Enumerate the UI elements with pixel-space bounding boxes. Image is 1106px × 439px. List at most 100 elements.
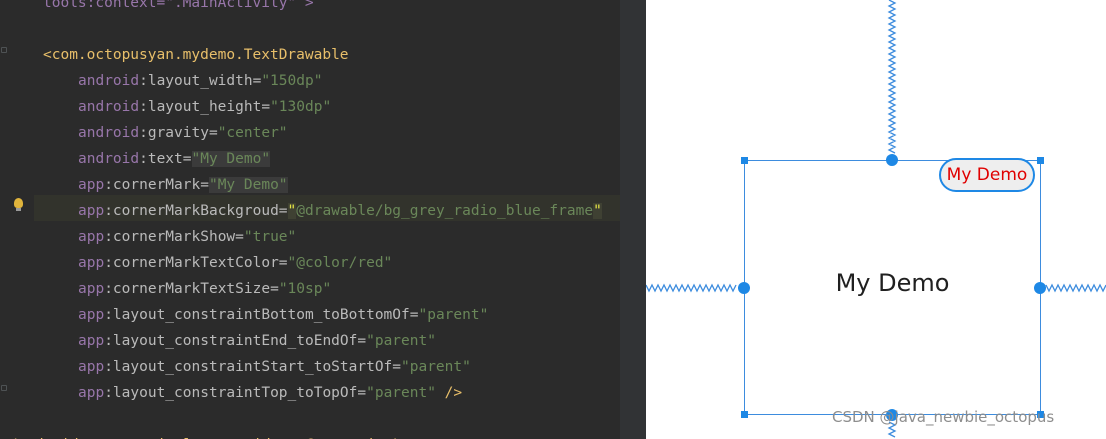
code-line[interactable]: app:layout_constraintBottom_toBottomOf="… — [0, 302, 620, 328]
fold-marker-icon[interactable] — [1, 47, 7, 53]
code-token: " — [287, 203, 297, 219]
code-token: :cornerMark= — [104, 177, 209, 193]
code-token: "150dp" — [261, 73, 323, 89]
code-line[interactable]: <com.octopusyan.mydemo.TextDrawable — [0, 42, 620, 68]
constraint-anchor-bottom[interactable] — [886, 409, 898, 421]
code-token: :layout_width= — [139, 73, 262, 89]
code-token: </androidx.constraintlayout.widget.Const… — [0, 437, 454, 439]
code-line-text: app:cornerMark="My Demo" — [78, 172, 288, 198]
top-constraint-spring — [887, 0, 897, 154]
code-token: android — [78, 125, 140, 141]
code-token: :gravity= — [139, 125, 218, 141]
code-line[interactable]: app:layout_constraintTop_toTopOf="parent… — [0, 380, 620, 406]
csdn-watermark: CSDN @java_newbie_octopus — [832, 408, 1055, 426]
code-line-text: app:layout_constraintBottom_toBottomOf="… — [78, 302, 488, 328]
code-line[interactable] — [0, 16, 620, 42]
code-token: :cornerMarkTextSize= — [104, 281, 279, 297]
code-line-text: android:text="My Demo" — [78, 146, 271, 172]
constraint-wires — [646, 0, 1106, 438]
code-line-text: app:cornerMarkBackgroud="@drawable/bg_gr… — [78, 198, 602, 224]
code-line-text: app:cornerMarkShow="true" — [78, 224, 296, 250]
code-token: tools:context=".MainActivity" > — [43, 0, 314, 11]
resize-handle-top-left[interactable] — [741, 157, 748, 164]
code-line-text: tools:context=".MainActivity" > — [43, 0, 314, 16]
code-token: :layout_constraintBottom_toBottomOf= — [104, 307, 419, 323]
code-line[interactable]: app:cornerMarkTextColor="@color/red" — [0, 250, 620, 276]
code-token: "parent" — [401, 359, 471, 375]
code-token: " — [593, 203, 602, 219]
xml-code-editor[interactable]: tools:context=".MainActivity" > <com.octo… — [0, 0, 620, 439]
code-token: app — [78, 229, 105, 245]
code-line-text: android:layout_width="150dp" — [78, 68, 322, 94]
code-token: app — [78, 177, 105, 193]
code-line[interactable]: app:layout_constraintEnd_toEndOf="parent… — [0, 328, 620, 354]
code-line[interactable]: </androidx.constraintlayout.widget.Const… — [0, 432, 620, 439]
start-constraint-spring — [646, 283, 737, 293]
editor-scrollbar[interactable] — [620, 0, 646, 439]
code-token: <com.octopusyan.mydemo.TextDrawable — [43, 47, 349, 63]
code-line-text: app:cornerMarkTextSize="10sp" — [78, 276, 331, 302]
code-line[interactable]: app:cornerMark="My Demo" — [0, 172, 620, 198]
resize-handle-bottom-left[interactable] — [741, 411, 748, 418]
code-token: :layout_height= — [139, 99, 271, 115]
code-token: android — [78, 151, 140, 167]
resize-handle-bottom-right[interactable] — [1037, 411, 1044, 418]
code-line[interactable]: tools:context=".MainActivity" > — [0, 0, 620, 16]
code-token: @drawable/bg_grey_radio_blue_frame — [296, 203, 594, 219]
intention-bulb-icon[interactable] — [14, 198, 23, 211]
code-line-text: <com.octopusyan.mydemo.TextDrawable — [43, 42, 349, 68]
code-line[interactable]: app:cornerMarkTextSize="10sp" — [0, 276, 620, 302]
bottom-constraint-spring — [887, 421, 897, 438]
constraint-anchor-end[interactable] — [1034, 282, 1046, 294]
code-token: "130dp" — [270, 99, 332, 115]
code-token: :layout_constraintEnd_toEndOf= — [104, 333, 367, 349]
code-token: "My Demo" — [208, 177, 288, 193]
code-line-text: app:cornerMarkTextColor="@color/red" — [78, 250, 392, 276]
code-token: :cornerMarkBackgroud= — [104, 203, 288, 219]
code-token: /> — [435, 385, 463, 401]
code-line-text: app:layout_constraintEnd_toEndOf="parent… — [78, 328, 436, 354]
code-line[interactable] — [0, 406, 620, 432]
code-token: "true" — [243, 229, 297, 245]
constraint-anchor-top[interactable] — [886, 154, 898, 166]
code-line[interactable]: android:gravity="center" — [0, 120, 620, 146]
code-token: :cornerMarkTextColor= — [104, 255, 288, 271]
code-token: app — [78, 255, 105, 271]
code-token: app — [78, 333, 105, 349]
code-token: "parent" — [366, 333, 436, 349]
code-line-text: </androidx.constraintlayout.widget.Const… — [0, 432, 454, 439]
code-token: app — [78, 281, 105, 297]
code-line[interactable]: app:cornerMarkBackgroud="@drawable/bg_gr… — [0, 198, 620, 224]
code-line[interactable]: android:text="My Demo" — [0, 146, 620, 172]
code-line-text: android:layout_height="130dp" — [78, 94, 331, 120]
code-token: :cornerMarkShow= — [104, 229, 244, 245]
code-line[interactable]: android:layout_width="150dp" — [0, 68, 620, 94]
code-token: "parent" — [418, 307, 489, 323]
constraint-anchor-start[interactable] — [738, 282, 750, 294]
code-token: app — [78, 307, 105, 323]
code-token: "My Demo" — [191, 151, 271, 167]
code-token: :layout_constraintStart_toStartOf= — [104, 359, 402, 375]
design-preview-canvas[interactable]: My Demo My Demo CSDN @java_newbie_octopu… — [646, 0, 1106, 439]
code-line-text: app:layout_constraintStart_toStartOf="pa… — [78, 354, 471, 380]
code-line[interactable]: app:cornerMarkShow="true" — [0, 224, 620, 250]
code-line[interactable]: android:layout_height="130dp" — [0, 94, 620, 120]
code-token: app — [78, 203, 105, 219]
resize-handle-top-right[interactable] — [1037, 157, 1044, 164]
code-token: "center" — [217, 125, 288, 141]
code-token: "parent" — [366, 385, 436, 401]
code-line-text: android:gravity="center" — [78, 120, 288, 146]
corner-mark-badge: My Demo — [939, 158, 1035, 192]
current-line-highlight — [34, 195, 620, 221]
view-center-text: My Demo — [835, 269, 950, 297]
fold-marker-icon[interactable] — [1, 385, 7, 391]
editor-gutter — [0, 0, 34, 439]
code-token: :layout_constraintTop_toTopOf= — [104, 385, 367, 401]
code-token: "10sp" — [278, 281, 332, 297]
end-constraint-spring — [1045, 283, 1106, 293]
code-token: app — [78, 359, 105, 375]
code-token: :text= — [139, 151, 192, 167]
code-line[interactable]: app:layout_constraintStart_toStartOf="pa… — [0, 354, 620, 380]
code-token: app — [78, 385, 105, 401]
